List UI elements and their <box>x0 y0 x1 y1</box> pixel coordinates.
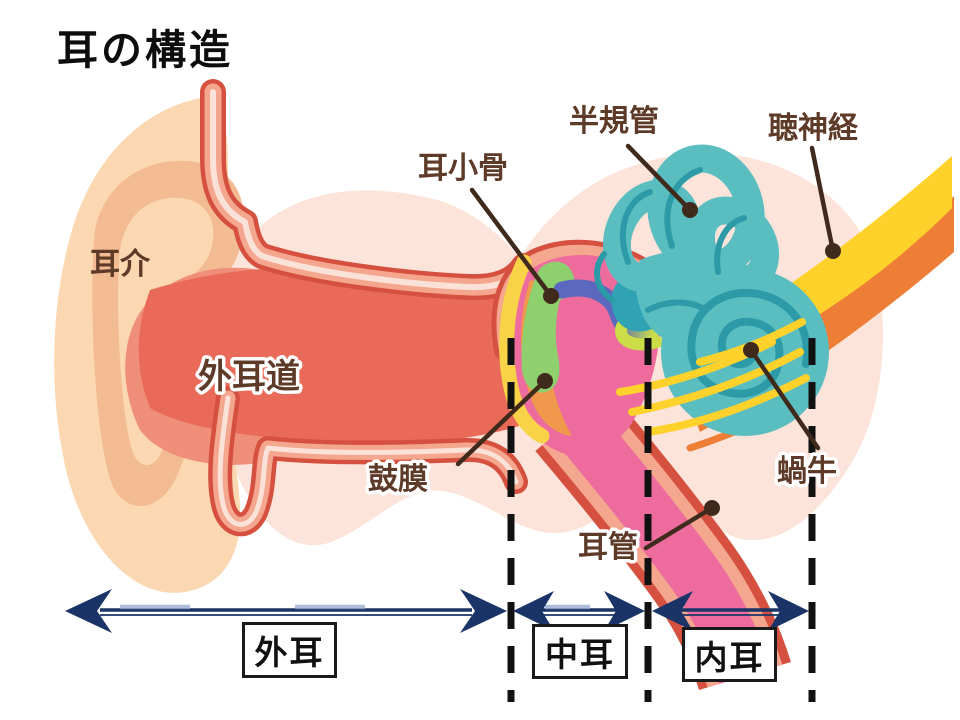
arrow-middle-ear <box>513 591 645 631</box>
label-cochlea: 蝸牛 <box>777 455 837 488</box>
page-title: 耳の構造 <box>57 27 233 73</box>
leader-tube <box>643 505 715 551</box>
label-ear-canal: 外耳道 <box>198 358 300 396</box>
label-auditory-nerve: 聴神経 <box>768 111 859 145</box>
section-label-middle-ear: 中耳 <box>545 635 615 673</box>
label-eardrum: 鼓膜 <box>368 463 428 496</box>
leader-nerve <box>809 145 836 254</box>
leader-ossicles <box>469 187 554 299</box>
label-semicircular-canals: 半規管 <box>569 105 659 138</box>
section-dividers <box>507 338 816 702</box>
leader-cochlea <box>748 347 821 451</box>
arrow-outer-ear <box>65 589 507 633</box>
canal-top-wall <box>200 79 537 301</box>
arrow-inner-ear <box>652 591 809 631</box>
label-auricle: 耳介 <box>90 248 151 281</box>
eardrum-yellow <box>499 254 550 444</box>
section-box-outer-ear: 外耳 <box>242 622 337 678</box>
range-arrows <box>65 589 809 633</box>
leader-eardrum <box>455 378 548 467</box>
canal-bottom-wall <box>208 386 528 537</box>
leader-lines <box>455 143 836 551</box>
label-eustachian-tube: 耳管 <box>578 531 638 564</box>
canal-accents <box>594 167 747 313</box>
ear-canal-group <box>138 79 537 537</box>
section-box-inner-ear: 内耳 <box>682 627 777 682</box>
leader-dots <box>537 202 841 516</box>
section-label-outer-ear: 外耳 <box>254 634 325 671</box>
section-label-inner-ear: 内耳 <box>694 638 765 676</box>
section-box-middle-ear: 中耳 <box>532 624 628 679</box>
label-ossicles: 耳小骨 <box>418 152 508 185</box>
leader-semicircular <box>625 143 693 213</box>
